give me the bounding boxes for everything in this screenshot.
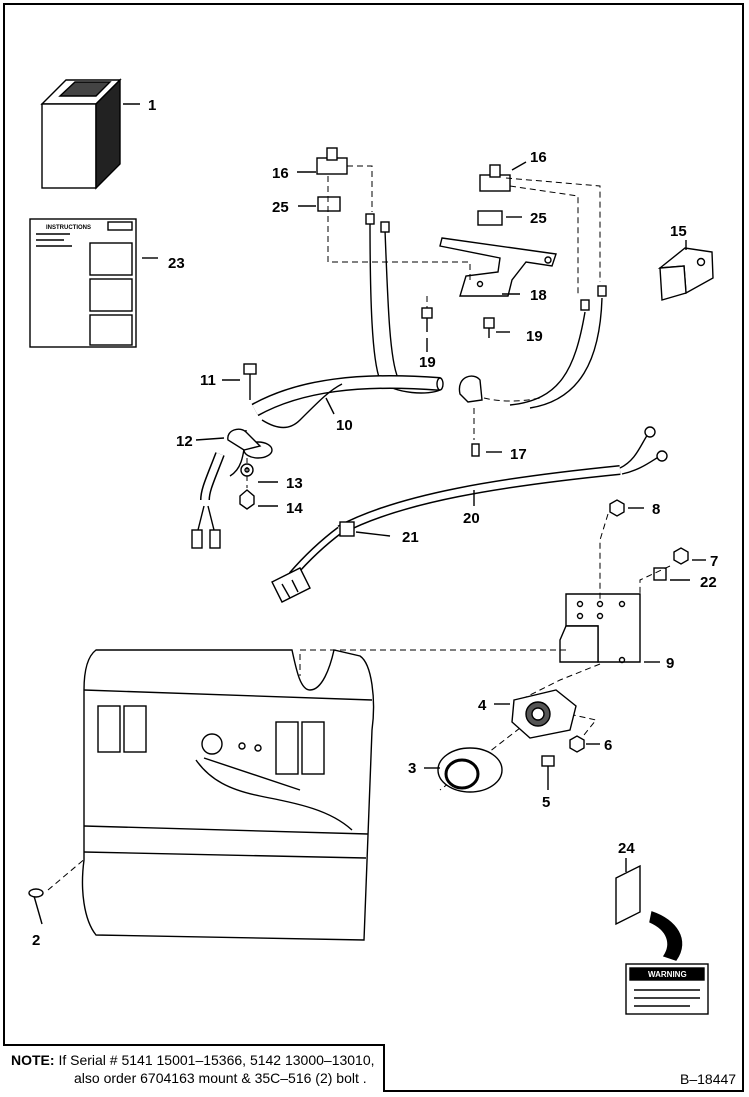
washer-22: [653, 567, 667, 581]
note-label: NOTE:: [11, 1052, 55, 1068]
nut-14: [239, 489, 255, 510]
drawing-number: B–18447: [680, 1071, 737, 1087]
callout-4: 4: [478, 697, 487, 714]
nut-7: [673, 547, 689, 565]
callout-13: 13: [286, 475, 303, 492]
instructions-card: [29, 218, 158, 348]
note-box: NOTE: If Serial # 5141 15001–15366, 5142…: [3, 1044, 385, 1092]
callout-9: 9: [666, 655, 674, 672]
nut-6: [569, 735, 585, 753]
alarm-bracket: [559, 593, 660, 664]
callout-8: 8: [652, 501, 660, 518]
harness-bracket: [439, 237, 557, 297]
decal-24: [615, 858, 683, 961]
mount-bracket: [657, 240, 714, 301]
warning-decal: [625, 963, 709, 1015]
plug-21: [271, 567, 311, 603]
callout-24: 24: [618, 840, 635, 857]
clamp-12: [195, 428, 262, 451]
note-line-2: also order 6704163 mount & 35C–516 (2) b…: [74, 1070, 367, 1086]
callout-25-right: 25: [530, 210, 547, 227]
instructions-card-title: INSTRUCTIONS: [46, 225, 91, 231]
pigtail-left: [191, 452, 225, 549]
upper-wire-leads: [365, 213, 607, 409]
callout-2: 2: [32, 932, 40, 949]
manual-box: [40, 78, 140, 190]
clamp-mid: [458, 375, 541, 403]
callout-18: 18: [530, 287, 547, 304]
callout-25-left: 25: [272, 199, 289, 216]
tie-17: [471, 443, 480, 457]
callout-19-left: 19: [419, 354, 436, 371]
callout-22: 22: [700, 574, 717, 591]
screw-2: [28, 888, 44, 925]
plate-left: [317, 196, 341, 212]
callout-12: 12: [176, 433, 193, 450]
callout-1: 1: [148, 97, 156, 114]
bolt-11: [222, 363, 257, 400]
bolt-5: [541, 755, 555, 790]
callout-23: 23: [168, 255, 185, 272]
callout-6: 6: [604, 737, 612, 754]
callout-16-left: 16: [272, 165, 289, 182]
connector-right: [479, 161, 527, 192]
screw-left: [421, 307, 433, 352]
callout-15: 15: [670, 223, 687, 240]
callout-16-right: 16: [530, 149, 547, 166]
screw-right: [483, 317, 510, 338]
warning-decal-title: WARNING: [648, 970, 687, 979]
callout-17: 17: [510, 446, 527, 463]
callout-21: 21: [402, 529, 419, 546]
callout-10: 10: [336, 417, 353, 434]
callout-20: 20: [463, 510, 480, 527]
callout-19-right: 19: [526, 328, 543, 345]
note-line-1: If Serial # 5141 15001–15366, 5142 13000…: [54, 1052, 375, 1068]
callout-14: 14: [286, 500, 303, 517]
callout-5: 5: [542, 794, 550, 811]
operator-panel: [81, 649, 375, 941]
callout-11: 11: [200, 372, 216, 389]
plate-right: [477, 210, 503, 226]
harness-upper: [229, 374, 444, 477]
backup-alarm: [494, 689, 577, 739]
nut-8: [609, 499, 625, 517]
callout-7: 7: [710, 553, 718, 570]
connector-left: [297, 147, 348, 175]
grommet: [424, 747, 503, 793]
callout-3: 3: [408, 760, 416, 777]
